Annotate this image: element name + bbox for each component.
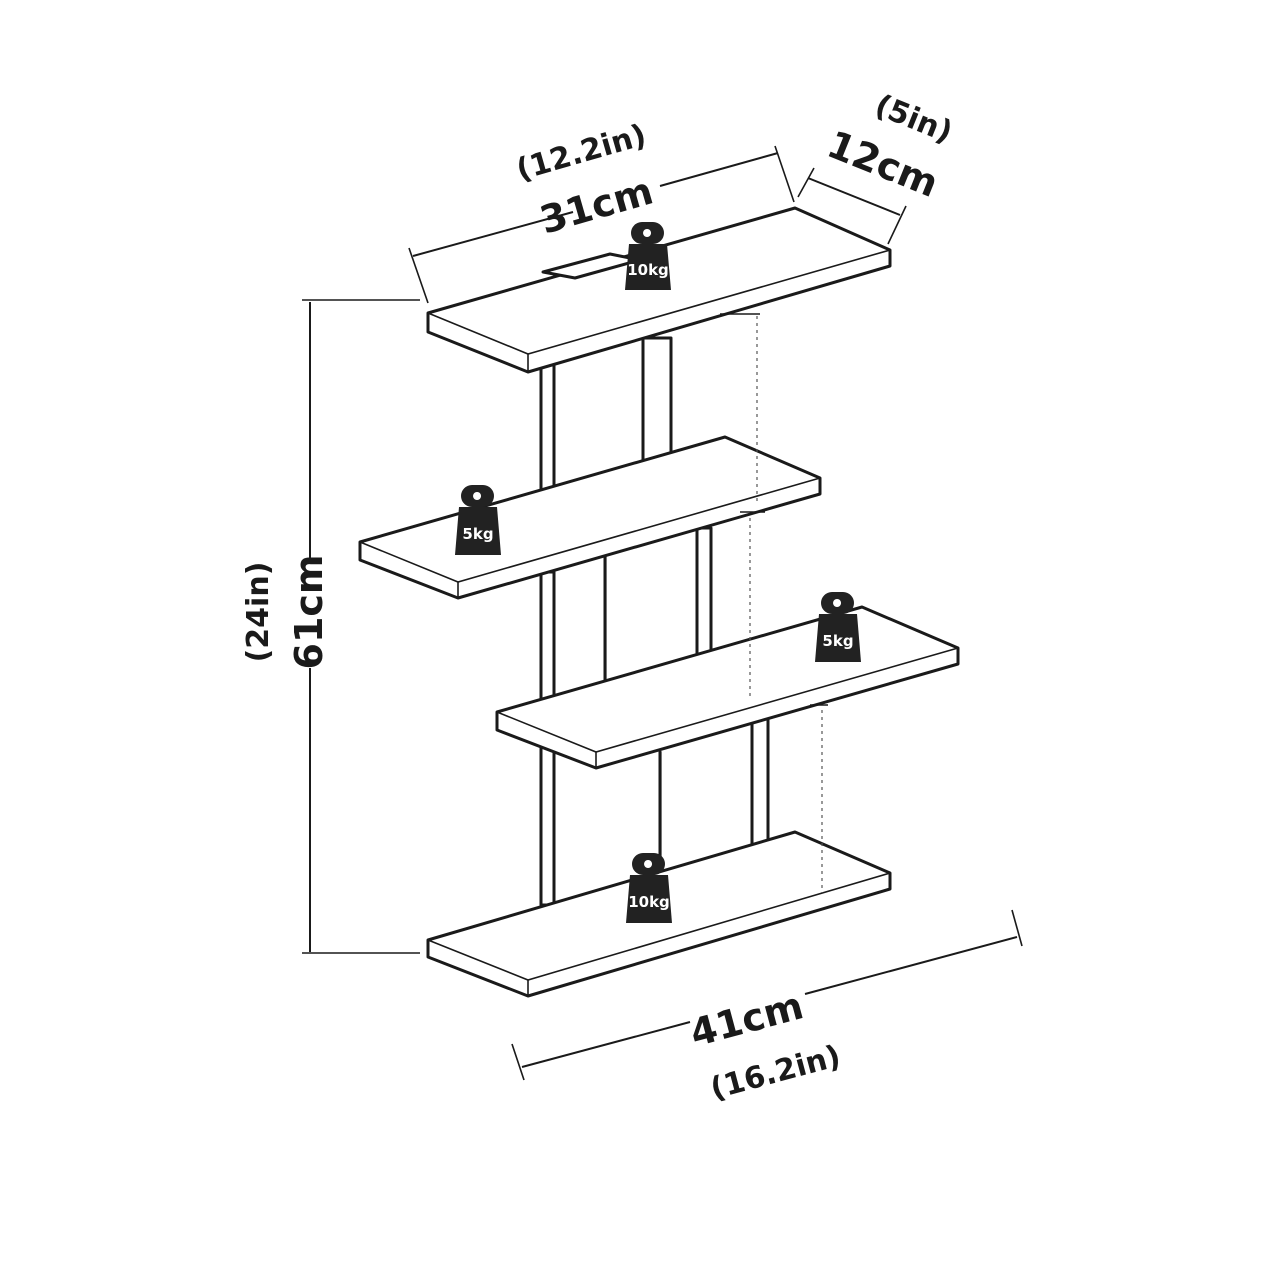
weight-label-right: 5kg bbox=[822, 632, 853, 650]
height-imperial: (24in) bbox=[241, 562, 276, 663]
post-left-lower bbox=[539, 743, 556, 907]
weight-label-top: 10kg bbox=[627, 261, 669, 279]
weight-icon-left: 5kg bbox=[455, 485, 501, 555]
shelf-board-left bbox=[358, 435, 822, 600]
dimension-height: 61cm (24in) bbox=[241, 299, 420, 954]
bottom-width-imperial: (16.2in) bbox=[707, 1039, 845, 1107]
shelf-spacing-guides bbox=[720, 313, 828, 893]
shelf-board-right bbox=[495, 605, 960, 770]
weight-icon-bottom: 10kg bbox=[626, 853, 672, 923]
weight-icon-top: 10kg bbox=[625, 222, 671, 290]
bottom-width-metric: 41cm bbox=[685, 983, 807, 1055]
vertical-posts bbox=[539, 336, 770, 916]
weight-label-left: 5kg bbox=[462, 525, 493, 543]
weight-label-bottom: 10kg bbox=[628, 893, 670, 911]
weight-icon-right: 5kg bbox=[815, 592, 861, 662]
post-left-middle bbox=[539, 570, 556, 704]
height-metric: 61cm bbox=[287, 554, 331, 669]
